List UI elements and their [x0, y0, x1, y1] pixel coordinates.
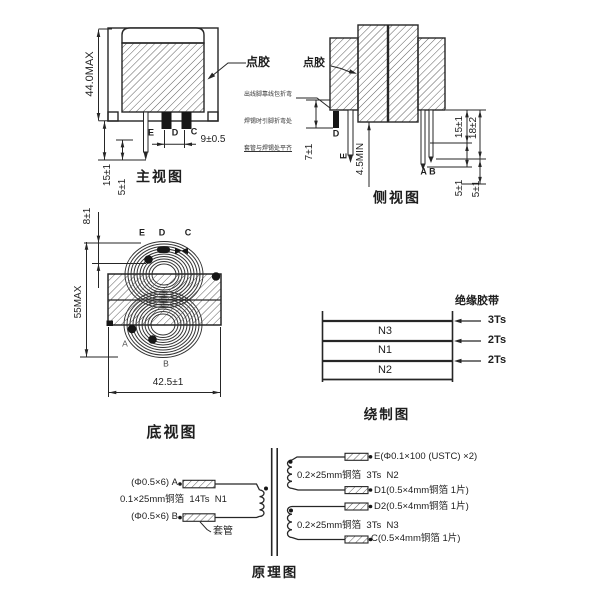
schematic-title: 原理图	[251, 564, 299, 580]
bottom-view-terminal-marks	[106, 246, 221, 344]
side-pin-e-label: E	[338, 152, 349, 160]
front-view-title: 主视图	[136, 170, 184, 186]
front-view-dimensions	[96, 28, 246, 161]
side-glue-label: 点胶	[303, 57, 325, 69]
schematic-core	[270, 448, 279, 556]
schematic-sec1-winding: 0.2×25mm铜箔 3Ts N2	[297, 470, 399, 481]
bottom-pin-b-label: B	[163, 358, 169, 369]
winding-layer-n1: N1	[377, 344, 393, 357]
glue-note-line-2: 焊锡时引脚折弯处	[244, 119, 293, 125]
winding-tape-turns-3: 2Ts	[487, 354, 507, 367]
side-bottom-dim1: 5±1	[453, 179, 465, 197]
bottom-pin-d-label: D	[158, 227, 166, 238]
front-pitch-dim: 9±0.5	[200, 133, 226, 145]
bottom-left-dim: 55MAX	[72, 285, 84, 319]
front-pin-d-label: D	[171, 127, 179, 138]
schematic-sleeve-label: 套管	[213, 526, 233, 537]
side-view-title: 侧视图	[373, 191, 421, 207]
front-pin-length-dim2: 5±1	[116, 178, 128, 196]
side-view-body	[296, 24, 446, 171]
winding-tape-label: 绝缘胶带	[455, 295, 499, 307]
glue-note-line-3: 套管与焊锡处平齐	[244, 146, 293, 152]
schematic-sec1-terminal-e: E(Φ0.1×100 (USTC) ×2)	[374, 450, 478, 462]
side-center-dim: 4.5MIN	[354, 142, 366, 176]
side-pin-d-label: D	[332, 128, 340, 139]
winding-diagram-title: 绕制图	[363, 406, 411, 422]
bottom-view-dimensions	[80, 212, 221, 397]
bottom-pin-c-label: C	[184, 227, 192, 238]
schematic-primary-terminal-b: (Φ0.5×6) B	[131, 510, 178, 522]
schematic-primary	[178, 479, 268, 533]
side-right-dim2: 18±2	[467, 116, 479, 140]
front-pin-length-dim: 15±1	[101, 163, 113, 187]
bottom-pin-a-label: A	[122, 338, 128, 349]
winding-tape-turns-1: 3Ts	[487, 314, 507, 327]
front-view-body	[107, 27, 219, 161]
front-glue-note: 出线脚靠线包折弯 焊锡时引脚折弯处 套管与焊锡处平齐	[244, 73, 306, 163]
front-pin-c-label: C	[190, 126, 198, 137]
schematic-secondaries	[286, 452, 373, 544]
schematic-primary-winding: 0.1×25mm铜箔 14Ts N1	[120, 494, 227, 505]
glue-note-line-1: 出线脚靠线包折弯	[244, 92, 293, 98]
side-pin-ab-label: A B	[420, 166, 436, 177]
winding-tape-turns-2: 2Ts	[487, 334, 507, 347]
schematic-primary-terminal-a: (Φ0.5×6) A	[131, 476, 178, 488]
winding-diagram	[321, 311, 481, 382]
front-height-dim: 44.0MAX	[84, 51, 97, 97]
side-right-dim1: 15±1	[453, 115, 465, 139]
winding-layer-n3: N3	[377, 325, 393, 338]
bottom-width-dim: 42.5±1	[152, 376, 184, 388]
winding-layer-n2: N2	[377, 363, 393, 376]
bottom-view-title: 底视图	[146, 425, 198, 442]
schematic-sec1-terminal-d1: D1(0.5×4mm铜箔 1片)	[374, 484, 469, 496]
bottom-view-core-band	[107, 273, 222, 326]
side-left-dim: 7±1	[303, 143, 315, 161]
front-glue-label: 点胶	[246, 55, 271, 69]
bottom-top-dim: 8±1	[81, 207, 93, 225]
front-pin-e-label: E	[147, 127, 155, 138]
side-bottom-dim2: 5±1	[470, 180, 482, 198]
schematic-sec2-terminal-d2: D2(0.5×4mm铜箔 1片)	[374, 500, 469, 512]
schematic-sec2-winding: 0.2×25mm铜箔 3Ts N3	[297, 519, 399, 531]
side-view-dimensions	[306, 65, 486, 187]
schematic-sec2-terminal-c: C(0.5×4mm铜箔 1片)	[371, 533, 461, 544]
bottom-pin-e-label: E	[138, 227, 146, 238]
